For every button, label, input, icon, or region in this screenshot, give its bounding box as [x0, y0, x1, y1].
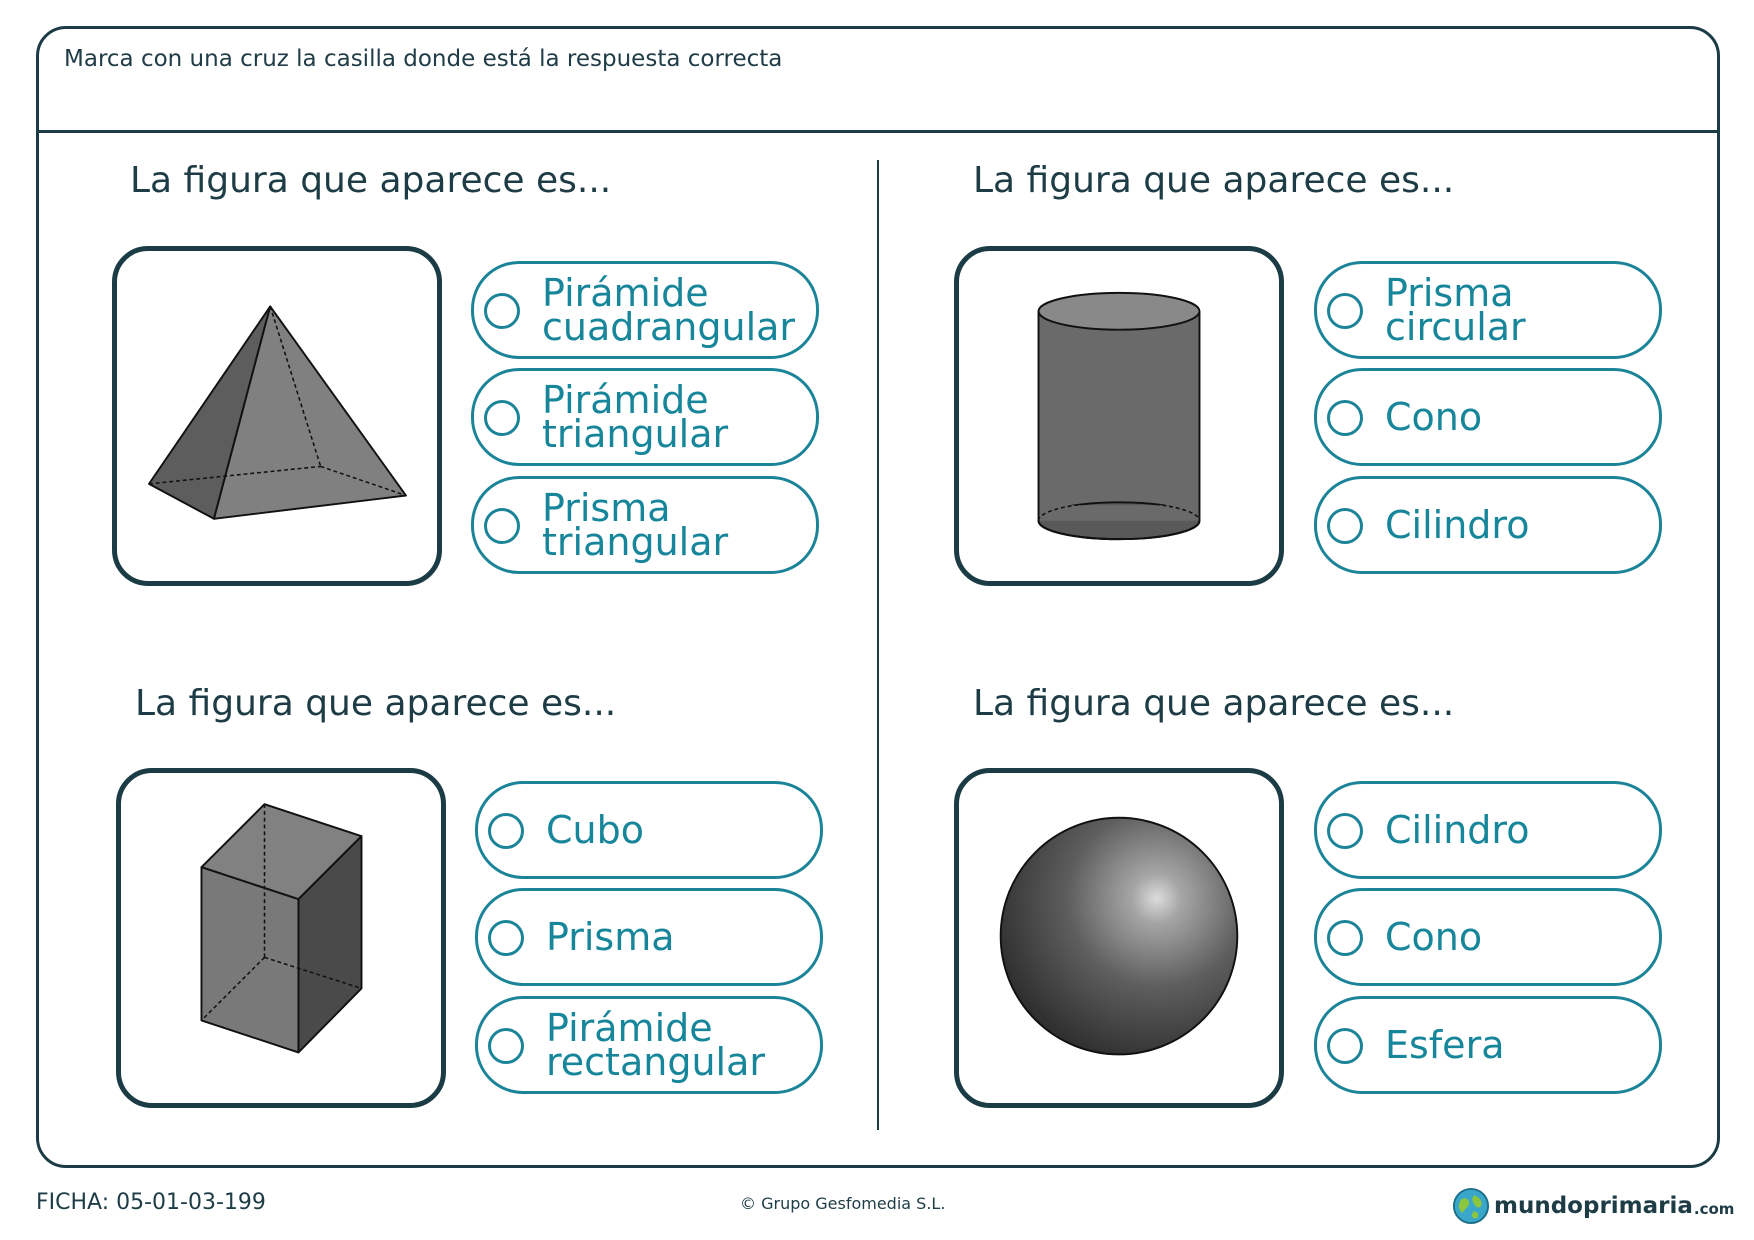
radio-circle-icon[interactable]: [1327, 920, 1363, 956]
radio-circle-icon[interactable]: [488, 920, 524, 956]
radio-circle-icon[interactable]: [1327, 508, 1363, 544]
question-1-option-2[interactable]: Pirámide triangular: [471, 368, 819, 466]
option-label: Esfera: [1385, 1023, 1505, 1067]
question-3-option-3[interactable]: Pirámide rectangular: [475, 996, 823, 1094]
option-label: Prisma: [546, 915, 675, 959]
brand-name: mundoprimaria: [1494, 1193, 1693, 1219]
radio-circle-icon[interactable]: [1327, 400, 1363, 436]
question-4-option-1[interactable]: Cilindro: [1314, 781, 1662, 879]
brand-suffix: .com: [1693, 1200, 1735, 1218]
question-1-figure: [112, 246, 442, 586]
worksheet-code: FICHA: 05-01-03-199: [36, 1190, 266, 1215]
option-label: Cubo: [546, 808, 644, 852]
option-label: Pirámide cuadrangular: [542, 271, 796, 349]
question-2-option-1[interactable]: Prisma circular: [1314, 261, 1662, 359]
question-4-option-3[interactable]: Esfera: [1314, 996, 1662, 1094]
question-2-title: La figura que aparece es...: [973, 160, 1455, 201]
radio-circle-icon[interactable]: [1327, 1028, 1363, 1064]
question-2-option-2[interactable]: Cono: [1314, 368, 1662, 466]
option-label: Cilindro: [1385, 808, 1530, 852]
radio-circle-icon[interactable]: [1327, 293, 1363, 329]
question-4-figure: [954, 768, 1284, 1108]
option-label: Cono: [1385, 915, 1483, 959]
option-label: Prisma triangular: [542, 486, 729, 564]
radio-circle-icon[interactable]: [484, 293, 520, 329]
option-label: Pirámide rectangular: [546, 1006, 766, 1084]
question-4-title: La figura que aparece es...: [973, 683, 1455, 724]
square-pyramid-icon: [148, 305, 407, 520]
question-1-title: La figura que aparece es...: [130, 160, 612, 201]
question-3-option-1[interactable]: Cubo: [475, 781, 823, 879]
radio-circle-icon[interactable]: [488, 813, 524, 849]
radio-circle-icon[interactable]: [484, 508, 520, 544]
radio-circle-icon[interactable]: [484, 400, 520, 436]
copyright-text: © Grupo Gesfomedia S.L.: [740, 1194, 946, 1213]
question-3-option-2[interactable]: Prisma: [475, 888, 823, 986]
question-1-option-3[interactable]: Prisma triangular: [471, 476, 819, 574]
question-3-figure: [116, 768, 446, 1108]
question-2-option-3[interactable]: Cilindro: [1314, 476, 1662, 574]
radio-circle-icon[interactable]: [1327, 813, 1363, 849]
question-3-title: La figura que aparece es...: [135, 683, 617, 724]
worksheet-frame: [36, 26, 1720, 1168]
rectangular-prism-icon: [200, 803, 363, 1054]
question-1-option-1[interactable]: Pirámide cuadrangular: [471, 261, 819, 359]
center-divider: [877, 160, 879, 1130]
option-label: Cilindro: [1385, 503, 1530, 547]
globe-icon: [1452, 1187, 1490, 1225]
question-4-option-2[interactable]: Cono: [1314, 888, 1662, 986]
sphere-icon: [999, 816, 1239, 1056]
option-label: Prisma circular: [1385, 271, 1526, 349]
header-divider: [36, 130, 1720, 133]
brand-logo[interactable]: mundoprimaria .com: [1452, 1186, 1734, 1226]
radio-circle-icon[interactable]: [488, 1028, 524, 1064]
question-2-figure: [954, 246, 1284, 586]
option-label: Cono: [1385, 395, 1483, 439]
option-label: Pirámide triangular: [542, 378, 729, 456]
instruction-text: Marca con una cruz la casilla donde está…: [64, 46, 783, 72]
cylinder-icon: [1037, 291, 1201, 541]
